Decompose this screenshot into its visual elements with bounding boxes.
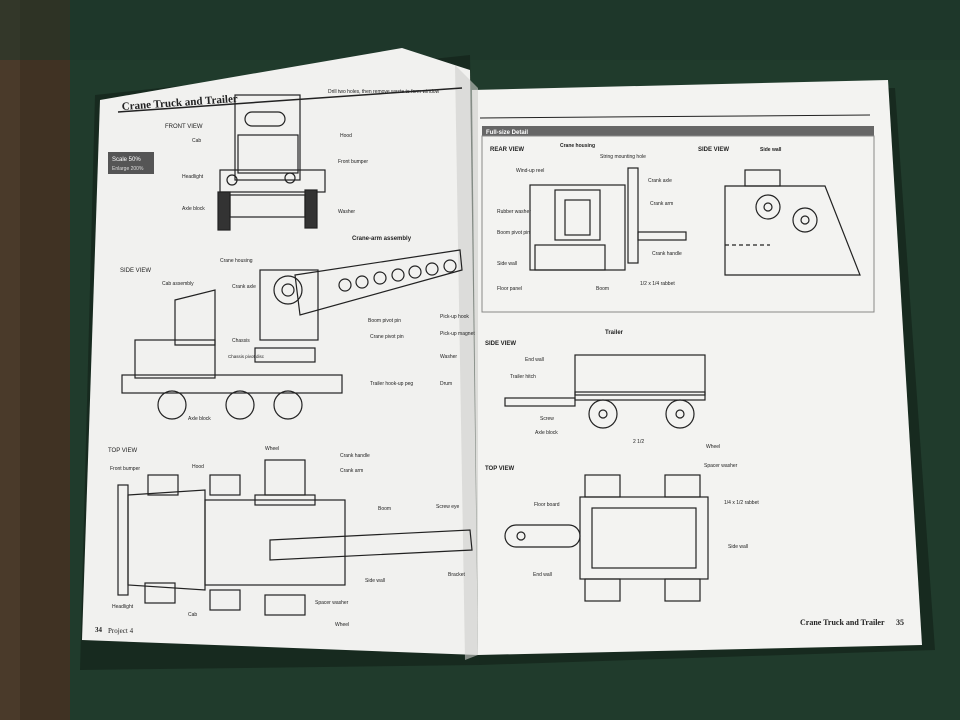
top-label-10: Headlight <box>112 604 134 610</box>
side-label-3: Crank axle <box>232 284 256 290</box>
trailer-side-label-4: Axle block <box>535 430 558 436</box>
side-label-1: Cab assembly <box>162 281 194 287</box>
trailer-side-drawing <box>504 354 706 429</box>
side-label-2: Crane housing <box>220 258 253 264</box>
side-label-6: Chassis <box>232 338 250 344</box>
front-view-drawing <box>217 94 326 231</box>
left-page <box>82 48 478 655</box>
top-label-5: Boom <box>378 506 391 512</box>
top-view-title: TOP VIEW <box>108 448 137 454</box>
side-label-4: Boom pivot pin <box>368 318 401 324</box>
rear-label-7: Crank handle <box>652 251 682 257</box>
trailer-side-dim: 2 1/2 <box>633 439 644 445</box>
scale-badge <box>108 152 154 174</box>
right-page <box>472 80 922 655</box>
side-label-9: Axle block <box>188 416 211 422</box>
side-label-5: Crane pivot pin <box>370 334 404 340</box>
top-view-drawing <box>117 459 473 616</box>
front-label-6: Washer <box>338 209 355 215</box>
edge-label-3: Washer <box>440 354 457 360</box>
right-page-footer: Crane Truck and Trailer <box>800 618 885 627</box>
trailer-top-label-3: 1/4 x 1/2 rabbet <box>724 500 759 506</box>
edge-label-4: Drum <box>440 381 452 387</box>
trailer-side-title: SIDE VIEW <box>485 341 516 347</box>
trailer-side-label-3: Screw <box>540 416 554 422</box>
trailer-top-drawing <box>504 474 709 602</box>
right-page-number: 35 <box>896 618 904 627</box>
side-view-title: SIDE VIEW <box>120 268 151 274</box>
top-label-8: Spacer washer <box>315 600 349 606</box>
front-label-3: Headlight <box>182 174 204 180</box>
rear-label-8: Side wall <box>497 261 517 267</box>
top-label-1: Front bumper <box>110 466 140 472</box>
rear-label-3: Crank axle <box>648 178 672 184</box>
front-label-5: Axle block <box>182 206 205 212</box>
edge-label-2: Pick-up magnet <box>440 331 475 337</box>
top-label-7: Side wall <box>365 578 385 584</box>
top-label-9: Bracket <box>448 572 466 578</box>
rear-label-11: 1/2 x 1/4 rabbet <box>640 281 675 287</box>
trailer-side-label-2: Trailer hitch <box>510 374 536 380</box>
trailer-top-title: TOP VIEW <box>485 466 514 472</box>
edge-label-1: Pick-up hook <box>440 314 469 320</box>
scale-badge-sub: Enlarge 200% <box>112 166 144 172</box>
rear-label-9: Floor panel <box>497 286 522 292</box>
front-label-2: Hood <box>340 133 352 139</box>
trailer-top-label-1: Spacer washer <box>704 463 738 469</box>
rear-label-5: Rubber washer <box>497 209 531 215</box>
detail-side-title: SIDE VIEW <box>698 147 729 153</box>
top-label-2: Hood <box>192 464 204 470</box>
top-label-3: Crank handle <box>340 453 370 459</box>
trailer-top-label-4: Side wall <box>728 544 748 550</box>
trailer-side-label-1: End wall <box>525 357 544 363</box>
front-note: Drill two holes, then remove waste to fo… <box>328 89 440 95</box>
side-wall-drawing <box>724 169 861 276</box>
detail-frame <box>481 135 875 313</box>
scale-badge-text: Scale 50% <box>112 157 141 163</box>
detail-header-bar <box>482 126 874 136</box>
top-label-4: Crank arm <box>340 468 363 474</box>
crane-arm-label: Crane-arm assembly <box>352 236 412 242</box>
top-label-11: Cab <box>188 612 197 618</box>
detail-title: Full-size Detail <box>486 130 528 136</box>
rear-view-title: REAR VIEW <box>490 147 524 153</box>
trailer-label: Trailer <box>605 330 624 336</box>
left-page-footer: Project 4 <box>108 627 134 635</box>
rear-view-drawing <box>529 167 687 271</box>
front-view-title: FRONT VIEW <box>165 124 203 130</box>
top-label-6: Screw eye <box>436 504 460 510</box>
side-label-7: Chassis pivot disc <box>228 354 265 359</box>
rear-label-1: String mounting hole <box>600 154 646 160</box>
detail-side-header: Side wall <box>760 147 782 153</box>
left-page-number: 34 <box>95 626 103 634</box>
top-label-12: Wheel <box>335 622 349 628</box>
rear-view-header: Crane housing <box>560 143 595 149</box>
trailer-top-label-5: End wall <box>533 572 552 578</box>
rear-label-2: Wind-up reel <box>516 168 544 174</box>
trailer-top-label-2: Floor board <box>534 502 560 508</box>
side-label-10: Wheel <box>265 446 279 452</box>
side-view-drawing <box>121 249 463 420</box>
front-label-1: Cab <box>192 138 201 144</box>
rear-label-10: Boom <box>596 286 609 292</box>
side-label-8: Trailer hook-up peg <box>370 381 413 387</box>
front-label-4: Front bumper <box>338 159 368 165</box>
rear-label-4: Crank arm <box>650 201 673 207</box>
rear-label-6: Boom pivot pin <box>497 230 530 236</box>
trailer-side-label-5: Wheel <box>706 444 720 450</box>
